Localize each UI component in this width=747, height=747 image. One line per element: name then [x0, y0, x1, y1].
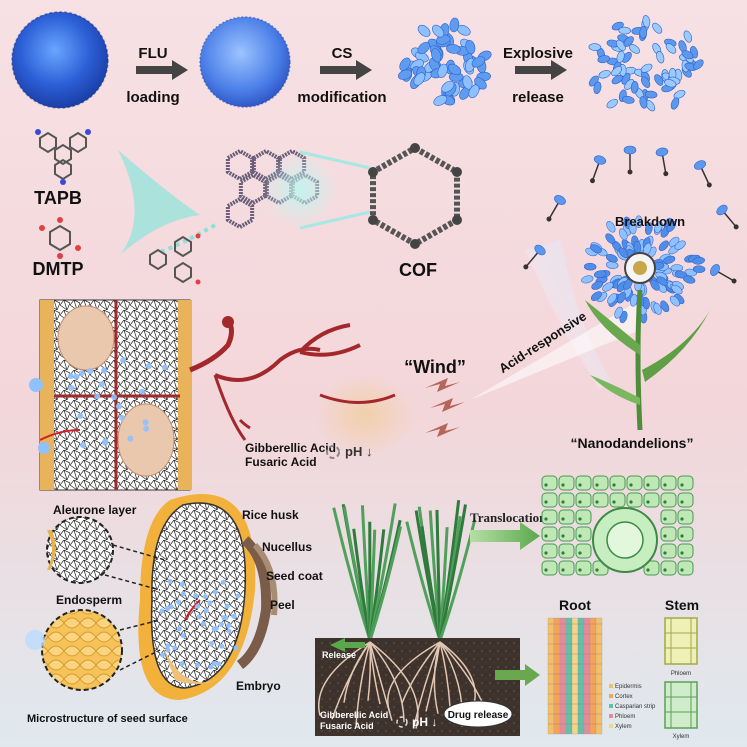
- dmtp-molecule: [39, 217, 81, 259]
- husk-label: Rice husk: [242, 508, 299, 522]
- legend-phloem: Phloem: [615, 714, 635, 720]
- arrow-1: [136, 60, 188, 80]
- step1-line1: FLU: [138, 45, 167, 62]
- leaf-low: [590, 375, 640, 405]
- soil-ph: pH ↓: [412, 715, 437, 729]
- trimer-molecule: [150, 234, 201, 285]
- soil-acid2: Fusaric Acid: [320, 721, 374, 731]
- stem-title: Stem: [665, 597, 699, 613]
- drug-release-label: Drug release: [448, 710, 509, 721]
- translocation-arrow: [470, 522, 540, 550]
- cof-label: COF: [399, 260, 437, 280]
- tapb-label: TAPB: [34, 188, 82, 208]
- tapb-molecule: [35, 129, 91, 185]
- rice-seedlings: [334, 500, 475, 640]
- hypha-branches: [215, 325, 360, 380]
- root-tissue-diagram: [548, 618, 602, 734]
- top-row: FLU loading CS modification Explosive re…: [12, 12, 705, 113]
- wind-label: “Wind”: [404, 357, 466, 377]
- stem-xylem-tube: [665, 682, 697, 728]
- arrow-3: [515, 60, 567, 80]
- root-title: Root: [559, 597, 591, 613]
- embryo-label: Embryo: [236, 679, 281, 693]
- cs-modified-sphere: [397, 17, 493, 107]
- seed-section: Aleurone layer Endosperm Rice husk Nucel…: [25, 494, 323, 725]
- tissue-panel: Root Stem Epidermis Cortex Casparian str…: [548, 597, 699, 740]
- step2-line2: modification: [297, 89, 386, 106]
- particle-spray: [25, 630, 45, 650]
- legend-epidermis: Epidermis: [615, 684, 642, 690]
- cof-hexagon: [368, 143, 462, 249]
- legend-xylem: Xylem: [615, 724, 632, 730]
- nanodandelions-label: “Nanodandelions”: [571, 435, 694, 451]
- step3-line1: Explosive: [503, 45, 573, 62]
- breakdown-label: Breakdown: [615, 214, 685, 229]
- fungus-acid1: Gibberellic Acid: [245, 441, 336, 455]
- stem-phloem-label: Phloem: [671, 671, 691, 677]
- release-label: Release: [322, 650, 356, 660]
- husk-edge-left: [40, 300, 54, 490]
- flower-core: [633, 261, 647, 275]
- fungus-acid2: Fusaric Acid: [245, 455, 317, 469]
- fungus-ph: pH ↓: [345, 444, 372, 459]
- husk-edge-right: [178, 300, 192, 490]
- legend-casparian: Casparian strip: [615, 704, 656, 710]
- dandelion: Breakdown Acid-responsive “Nanodandelion…: [470, 146, 742, 451]
- molecule-row: TAPB DMTP: [33, 129, 463, 285]
- wind-arrows: [425, 378, 465, 437]
- step1-line2: loading: [126, 89, 179, 106]
- nucellus-label: Nucellus: [262, 540, 312, 554]
- step2-line1: CS: [332, 45, 353, 62]
- seed-surface-zoom: [42, 610, 122, 690]
- zoom-glow: [262, 152, 338, 228]
- stem-phloem-tube: [665, 618, 697, 664]
- step3-line2: release: [512, 89, 564, 106]
- aleurone-zoom: [47, 517, 113, 583]
- legend-cortex: Cortex: [615, 694, 633, 700]
- translocation-label: Translocation: [470, 510, 547, 525]
- starch-granule-1: [58, 306, 114, 370]
- leaf-right: [642, 310, 710, 382]
- root-legend: Epidermis Cortex Casparian strip Phloem …: [609, 684, 656, 730]
- translocation-panel: Translocation: [470, 476, 693, 575]
- endosperm-label: Endosperm: [56, 593, 122, 607]
- exploded-sphere: [587, 15, 705, 113]
- aleurone-label: Aleurone layer: [53, 503, 137, 517]
- dandelion-stem: [638, 290, 640, 430]
- starch-granule-2: [118, 404, 174, 476]
- hypha-tip: [222, 316, 234, 328]
- peel-label: Peel: [270, 598, 295, 612]
- soil-acid1: Gibberellic Acid: [320, 710, 388, 720]
- aleurone-panel: Gibberellic Acid Fusaric Acid pH ↓ “Wind…: [29, 300, 466, 490]
- arrow-2: [320, 60, 372, 80]
- dotted-link: [160, 225, 215, 252]
- seed-coat-label: Seed coat: [266, 569, 323, 583]
- stem-xylem-label: Xylem: [673, 734, 690, 740]
- dmtp-label: DMTP: [33, 259, 84, 279]
- microstructure-label: Microstructure of seed surface: [27, 713, 188, 725]
- hypha-stalk: [190, 320, 232, 370]
